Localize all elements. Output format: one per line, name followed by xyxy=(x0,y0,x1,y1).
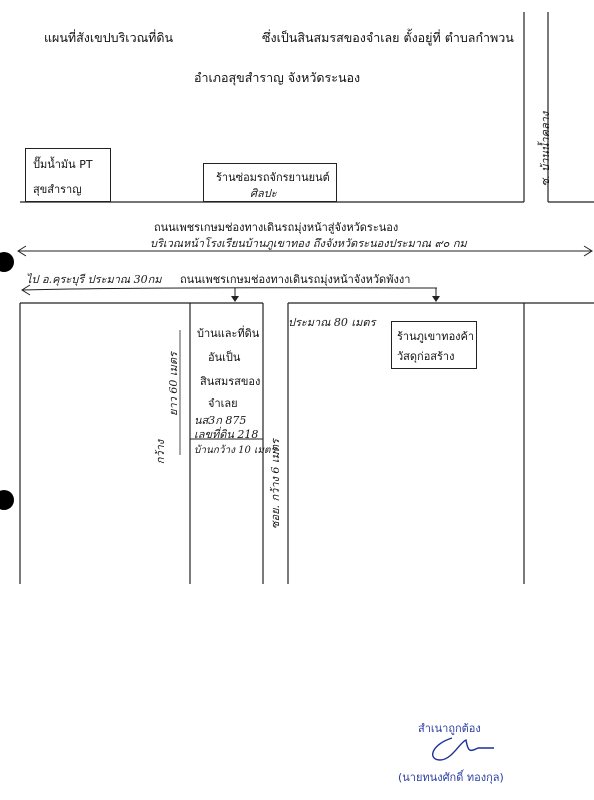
hardware-shop-box: ร้านภูเขาทองค้า วัสดุก่อสร้าง xyxy=(391,321,477,369)
motorcycle-shop-label: ร้านซ่อมรถจักรยานยนต์ xyxy=(216,171,330,184)
plot-width-label: กว้าง xyxy=(154,439,167,465)
pt-station-label: ปั๊มน้ำมัน PT xyxy=(33,158,93,171)
lower-road-label: ถนนเพชรเกษมช่องทางเดินรถมุ่งหน้าจังหวัดพ… xyxy=(180,273,411,286)
plot-depth-label: ยาว 60 เมตร xyxy=(167,352,180,416)
distance-to-shop: ประมาณ 80 เมตร xyxy=(288,316,376,329)
vertical-road-label: ซ. บ้านน้ำคลาง xyxy=(539,111,552,187)
deed-number: นส3ก 875 xyxy=(194,414,247,427)
hardware-shop-sublabel: วัสดุก่อสร้าง xyxy=(397,350,455,363)
punch-hole-top xyxy=(0,252,14,272)
motorcycle-shop-name: ศิลปะ xyxy=(250,187,277,200)
soi-width-label: ซอย. กว้าง 6 เมตร xyxy=(269,439,282,529)
map-subtitle: อำเภอสุขสำราญ จังหวัดระนอง xyxy=(194,70,361,85)
upper-road-label: ถนนเพชรเกษมช่องทางเดินรถมุ่งหน้าสู่จังหว… xyxy=(154,221,399,234)
plot-label-1: บ้านและที่ดิน xyxy=(197,327,260,340)
pt-station-box: ปั๊มน้ำมัน PT สุขสำราญ xyxy=(25,148,111,202)
motorcycle-shop-box: ร้านซ่อมรถจักรยานยนต์ ศิลปะ xyxy=(203,163,337,202)
house-width: บ้านกว้าง 10 เมตร xyxy=(194,445,276,456)
certifier-name: (นายทนงศักดิ์ ทองกุล) xyxy=(398,771,504,784)
map-title-location: ซึ่งเป็นสินสมรสของจำเลย ตั้งอยู่ที่ ตำบล… xyxy=(262,30,514,45)
land-number: เลขที่ดิน 218 xyxy=(194,428,259,441)
plot-label-2: อันเป็น xyxy=(208,351,241,364)
plot-label-3: สินสมรสของ xyxy=(200,375,261,388)
punch-hole-bottom xyxy=(0,490,14,510)
certified-copy-text: สำเนาถูกต้อง xyxy=(418,722,481,735)
hardware-shop-label: ร้านภูเขาทองค้า xyxy=(397,330,475,343)
map-title: แผนที่สังเขปบริเวณที่ดิน xyxy=(44,30,174,45)
pt-station-sublabel: สุขสำราญ xyxy=(33,183,82,196)
lower-road-direction: ไป อ.คุระบุรี ประมาณ 30กม xyxy=(26,273,162,286)
upper-road-note: บริเวณหน้าโรงเรียนบ้านภูเขาทอง ถึงจังหวั… xyxy=(150,237,467,250)
plot-label-4: จำเลย xyxy=(208,397,238,410)
